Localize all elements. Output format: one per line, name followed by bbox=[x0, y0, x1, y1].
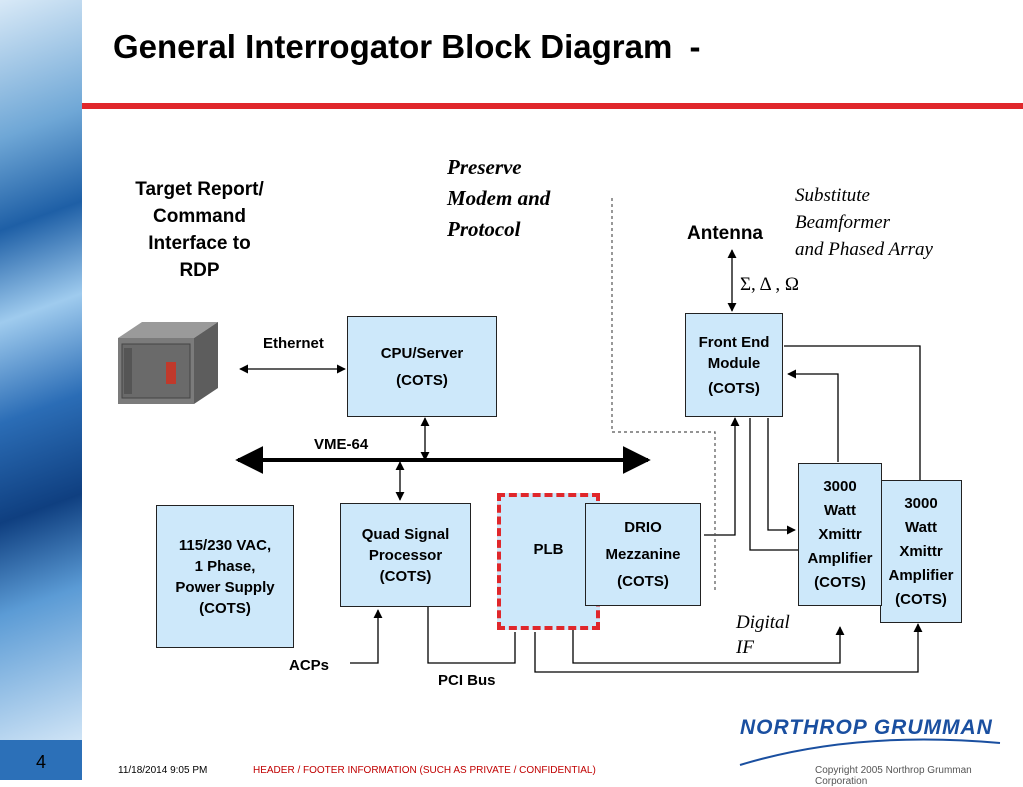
page-number-bar bbox=[0, 740, 82, 780]
target-report-label: Target Report/ Command Interface to RDP bbox=[135, 179, 264, 281]
pci-bus-label: PCI Bus bbox=[438, 672, 496, 689]
rack-server-image bbox=[118, 322, 218, 404]
decorative-sidebar bbox=[0, 0, 82, 740]
power-supply-block: 115/230 VAC,1 Phase,Power Supply(COTS) bbox=[156, 505, 294, 648]
plb-block: PLB bbox=[497, 493, 600, 630]
preserve-modem-label: Preserve Modem and Protocol bbox=[447, 155, 551, 241]
logo-swoosh-icon bbox=[739, 738, 1001, 766]
slide-title-text: General Interrogator Block Diagram bbox=[113, 28, 673, 65]
title-rule bbox=[82, 103, 1023, 109]
sum-difference-label: Σ, Δ , Ω bbox=[740, 274, 800, 295]
northrop-grumman-logo: NORTHROP GRUMMAN bbox=[740, 716, 993, 739]
footer-copyright: Copyright 2005 Northrop Grumman Corporat… bbox=[815, 765, 972, 787]
ethernet-label: Ethernet bbox=[263, 335, 324, 352]
substitute-beamformer-label: Substitute Beamformer and Phased Array bbox=[795, 185, 933, 260]
acps-label: ACPs bbox=[289, 657, 330, 674]
footer-date: 11/18/2014 9:05 PM bbox=[118, 765, 208, 776]
footer-info: HEADER / FOOTER INFORMATION (SUCH AS PRI… bbox=[253, 765, 596, 776]
cpu-server-block: CPU/Server(COTS) bbox=[347, 316, 497, 417]
antenna-label: Antenna bbox=[687, 223, 763, 244]
vme-bus-label: VME-64 bbox=[314, 436, 369, 453]
page-number: 4 bbox=[35, 752, 46, 772]
slide-title: General Interrogator Block Diagram - bbox=[113, 28, 701, 66]
slide-title-suffix: - bbox=[689, 28, 701, 65]
digital-if-label: Digital IF bbox=[736, 612, 790, 658]
